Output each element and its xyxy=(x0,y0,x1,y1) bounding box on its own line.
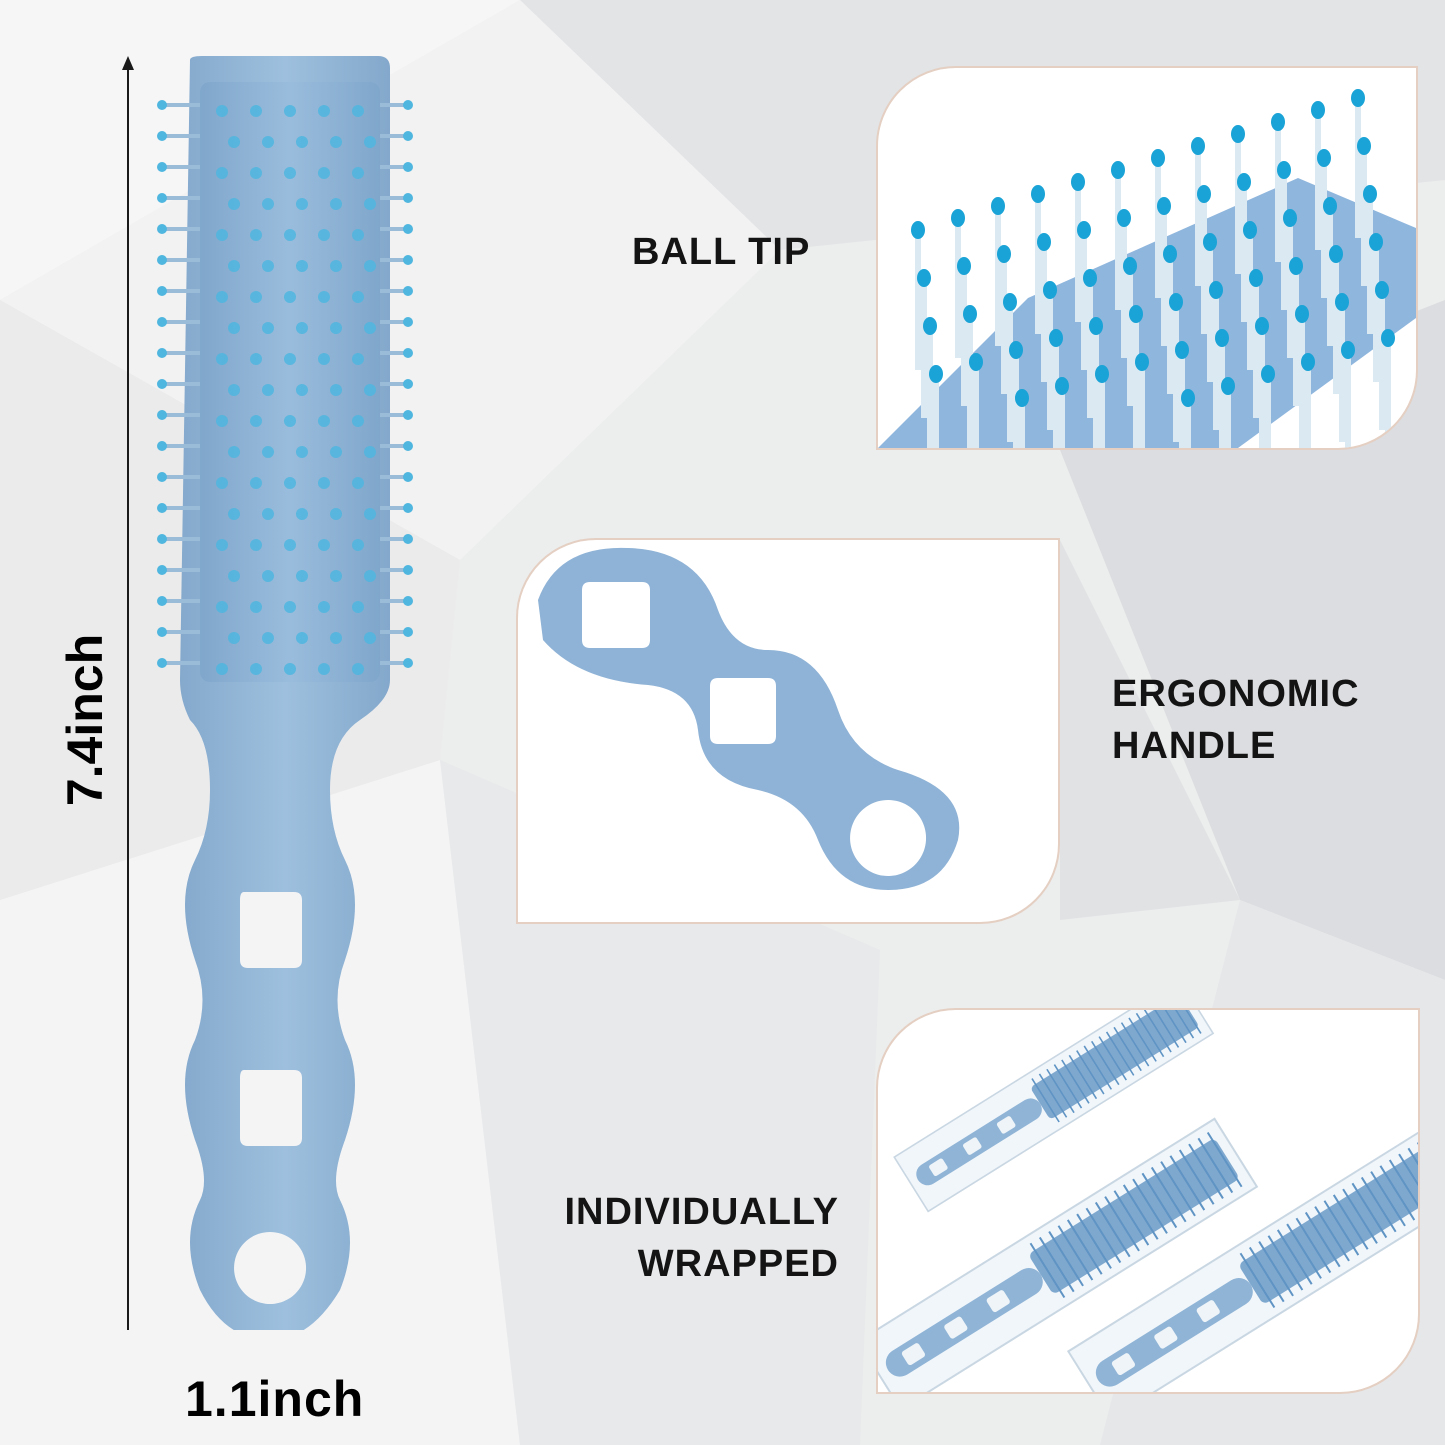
ball-tip-label: BALL TIP xyxy=(632,231,811,273)
wrapped-brushes-photo-panel xyxy=(876,1008,1420,1394)
handle-closeup-image xyxy=(538,547,960,890)
individually-wrapped-label: INDIVIDUALLY WRAPPED xyxy=(564,1191,839,1286)
ball-tip-closeup-image xyxy=(878,89,1416,448)
hair-brush-illustration xyxy=(122,56,413,1330)
ball-tip-photo-panel xyxy=(876,66,1418,450)
ergonomic-handle-photo-panel xyxy=(516,538,1060,924)
wrapped-brushes-image xyxy=(878,1010,1418,1392)
ergonomic-handle-label: ERGONOMIC HANDLE xyxy=(1112,673,1360,768)
width-dimension-label: 1.1inch xyxy=(185,1371,365,1427)
